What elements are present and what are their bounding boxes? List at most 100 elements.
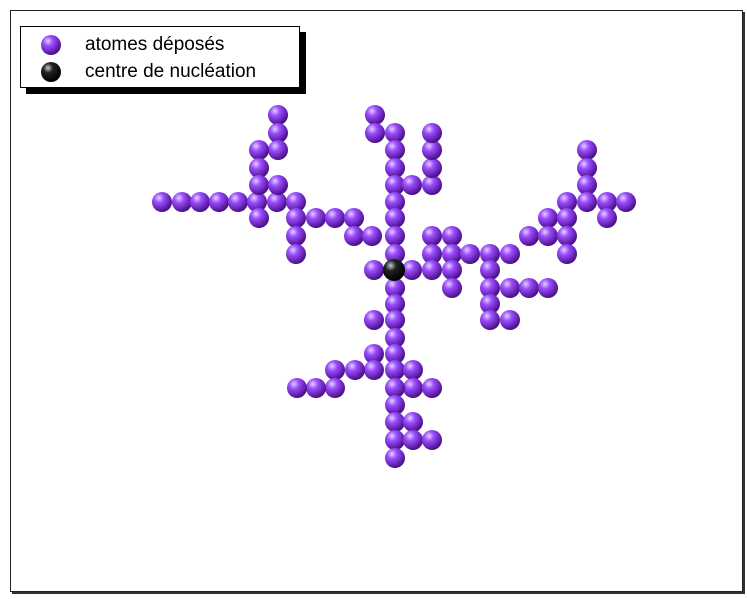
- deposited-atom: [385, 412, 405, 432]
- deposited-atom: [500, 278, 520, 298]
- deposited-atom: [385, 208, 405, 228]
- deposited-atom: [190, 192, 210, 212]
- deposited-atom: [365, 105, 385, 125]
- deposited-atom: [422, 158, 442, 178]
- deposited-atom: [385, 328, 405, 348]
- deposited-atom: [385, 395, 405, 415]
- deposited-atom: [519, 278, 539, 298]
- deposited-atom: [286, 226, 306, 246]
- deposited-atom: [286, 244, 306, 264]
- deposited-atom: [249, 208, 269, 228]
- deposited-atom: [385, 244, 405, 264]
- deposited-atom: [268, 175, 288, 195]
- deposited-atom: [385, 175, 405, 195]
- deposited-atom: [172, 192, 192, 212]
- deposited-atom: [500, 244, 520, 264]
- deposited-atom: [577, 175, 597, 195]
- deposited-atom: [344, 226, 364, 246]
- deposited-atom: [597, 208, 617, 228]
- deposited-atom: [385, 192, 405, 212]
- nucleation-center-atom: [383, 259, 405, 281]
- deposited-atom: [152, 192, 172, 212]
- deposited-atom: [422, 175, 442, 195]
- deposited-atom: [268, 140, 288, 160]
- deposited-atom: [209, 192, 229, 212]
- deposited-atom: [422, 226, 442, 246]
- deposited-atom: [385, 448, 405, 468]
- deposited-atom: [249, 175, 269, 195]
- deposited-atom: [538, 226, 558, 246]
- deposited-atom: [442, 260, 462, 280]
- deposited-atom: [519, 226, 539, 246]
- deposited-atom: [442, 244, 462, 264]
- deposited-atom: [364, 344, 384, 364]
- deposited-atom: [422, 140, 442, 160]
- deposited-atom: [344, 208, 364, 228]
- deposited-atom: [325, 208, 345, 228]
- deposited-atom: [402, 175, 422, 195]
- deposited-atom: [249, 158, 269, 178]
- deposited-atom: [385, 310, 405, 330]
- deposited-atom: [403, 378, 423, 398]
- deposited-atom: [557, 192, 577, 212]
- deposited-atom: [422, 378, 442, 398]
- legend-label-nucleus: centre de nucléation: [85, 61, 257, 82]
- deposited-atom: [422, 123, 442, 143]
- deposited-atom: [385, 158, 405, 178]
- deposited-atom: [286, 208, 306, 228]
- deposited-atom: [385, 226, 405, 246]
- deposited-atom: [480, 294, 500, 314]
- deposited-atom: [364, 260, 384, 280]
- deposited-atom: [403, 430, 423, 450]
- legend-label-deposited: atomes déposés: [85, 34, 225, 55]
- deposited-atom: [616, 192, 636, 212]
- deposited-atom: [364, 310, 384, 330]
- deposited-atom: [480, 260, 500, 280]
- frame-shadow: [12, 592, 745, 594]
- deposited-atom: [422, 260, 442, 280]
- deposited-atom: [500, 310, 520, 330]
- black-sphere-icon: [41, 62, 61, 82]
- deposited-atom: [385, 123, 405, 143]
- deposited-atom: [385, 378, 405, 398]
- deposited-atom: [286, 192, 306, 212]
- deposited-atom: [597, 192, 617, 212]
- deposited-atom: [345, 360, 365, 380]
- deposited-atom: [403, 412, 423, 432]
- legend-item-deposited: atomes déposés: [39, 33, 224, 57]
- deposited-atom: [362, 226, 382, 246]
- deposited-atom: [577, 158, 597, 178]
- deposited-atom: [480, 244, 500, 264]
- legend-item-nucleus: centre de nucléation: [39, 60, 256, 84]
- deposited-atom: [442, 226, 462, 246]
- deposited-atom: [480, 310, 500, 330]
- deposited-atom: [385, 294, 405, 314]
- deposited-atom: [422, 244, 442, 264]
- deposited-atom: [577, 140, 597, 160]
- deposited-atom: [325, 360, 345, 380]
- deposited-atom: [385, 430, 405, 450]
- deposited-atom: [557, 244, 577, 264]
- deposited-atom: [385, 344, 405, 364]
- deposited-atoms: [152, 105, 636, 468]
- deposited-atom: [422, 430, 442, 450]
- deposited-atom: [538, 278, 558, 298]
- deposited-atom: [306, 378, 326, 398]
- deposited-atom: [268, 123, 288, 143]
- deposited-atom: [460, 244, 480, 264]
- deposited-atom: [306, 208, 326, 228]
- deposited-atom: [557, 226, 577, 246]
- deposited-atom: [268, 105, 288, 125]
- deposited-atom: [402, 260, 422, 280]
- frame-shadow-right: [743, 12, 745, 594]
- purple-sphere-icon: [41, 35, 61, 55]
- deposited-atom: [385, 140, 405, 160]
- deposited-atom: [365, 123, 385, 143]
- deposited-atom: [228, 192, 248, 212]
- deposited-atom: [403, 360, 423, 380]
- deposited-atom: [249, 140, 269, 160]
- legend: atomes déposés centre de nucléation: [20, 26, 300, 88]
- deposited-atom: [577, 192, 597, 212]
- deposited-atom: [480, 278, 500, 298]
